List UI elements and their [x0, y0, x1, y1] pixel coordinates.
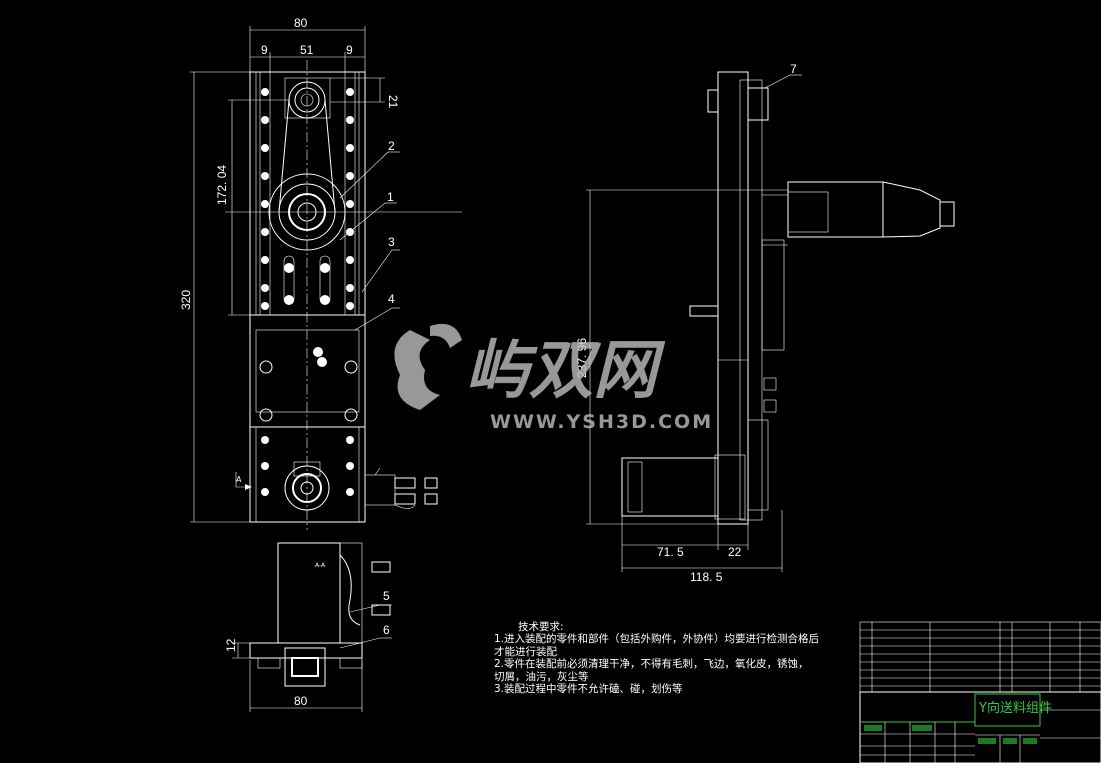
side-view: 237. 96 71. 5 22 118. 5 7 — [575, 62, 955, 584]
watermark: 屿双网 WWW.YSH3D.COM — [394, 323, 713, 433]
balloon-1: 1 — [387, 190, 394, 204]
dim-section-width: 80 — [294, 694, 308, 708]
section-view: A-A 80 12 5 6 — [224, 542, 392, 712]
front-view — [225, 60, 462, 530]
watermark-brand: 屿双网 — [465, 334, 666, 408]
tech-title: 技术要求: — [518, 620, 564, 633]
dim-side-21: 21 — [386, 95, 400, 109]
balloon-2: 2 — [388, 139, 395, 153]
watermark-logo-icon — [394, 330, 440, 410]
balloon-3: 3 — [388, 235, 395, 249]
dim-top-mid: 51 — [300, 43, 314, 57]
dim-side-118: 118. 5 — [690, 570, 723, 584]
dim-side-71: 71. 5 — [657, 545, 684, 559]
section-label-a-a: A-A — [315, 562, 326, 569]
balloon-7: 7 — [790, 62, 797, 76]
dim-height-172: 172. 04 — [215, 165, 229, 205]
title-block: Y向送料组件 — [859, 691, 1101, 763]
dim-top-left: 9 — [261, 43, 268, 57]
tech-line-1b: 才能进行装配 — [494, 645, 557, 658]
dim-top-right: 9 — [346, 43, 353, 57]
tech-requirements: 技术要求: 1.进入装配的零件和部件（包括外购件，外协件）均要进行检测合格后 才… — [494, 620, 819, 695]
tech-line-2b: 切屑，油污，灰尘等 — [494, 670, 589, 683]
front-dims: 80 9 51 9 21 172. 04 320 A — [179, 16, 400, 523]
front-balloons: 2 1 3 4 — [339, 139, 400, 331]
balloon-4: 4 — [388, 292, 395, 306]
dim-section-12: 12 — [224, 638, 238, 652]
dim-side-237: 237. 96 — [575, 338, 589, 378]
tech-line-3: 3.装配过程中零件不允许磕、碰，划伤等 — [494, 682, 683, 695]
section-marker-a-left: A — [236, 475, 242, 484]
balloon-6: 6 — [383, 623, 390, 637]
tech-line-2: 2.零件在装配前必须清理干净，不得有毛刺，飞边，氧化皮，锈蚀， — [494, 657, 809, 670]
rail-holes — [261, 88, 354, 310]
drawing-name: Y向送料组件 — [978, 700, 1052, 716]
balloon-5: 5 — [383, 589, 390, 603]
tech-line-1: 1.进入装配的零件和部件（包括外购件，外协件）均要进行检测合格后 — [494, 632, 819, 645]
watermark-url: WWW.YSH3D.COM — [490, 411, 713, 433]
dim-side-22: 22 — [728, 545, 742, 559]
dim-height-320: 320 — [179, 290, 193, 310]
parts-list — [859, 621, 1101, 693]
dim-top-width: 80 — [294, 16, 308, 30]
